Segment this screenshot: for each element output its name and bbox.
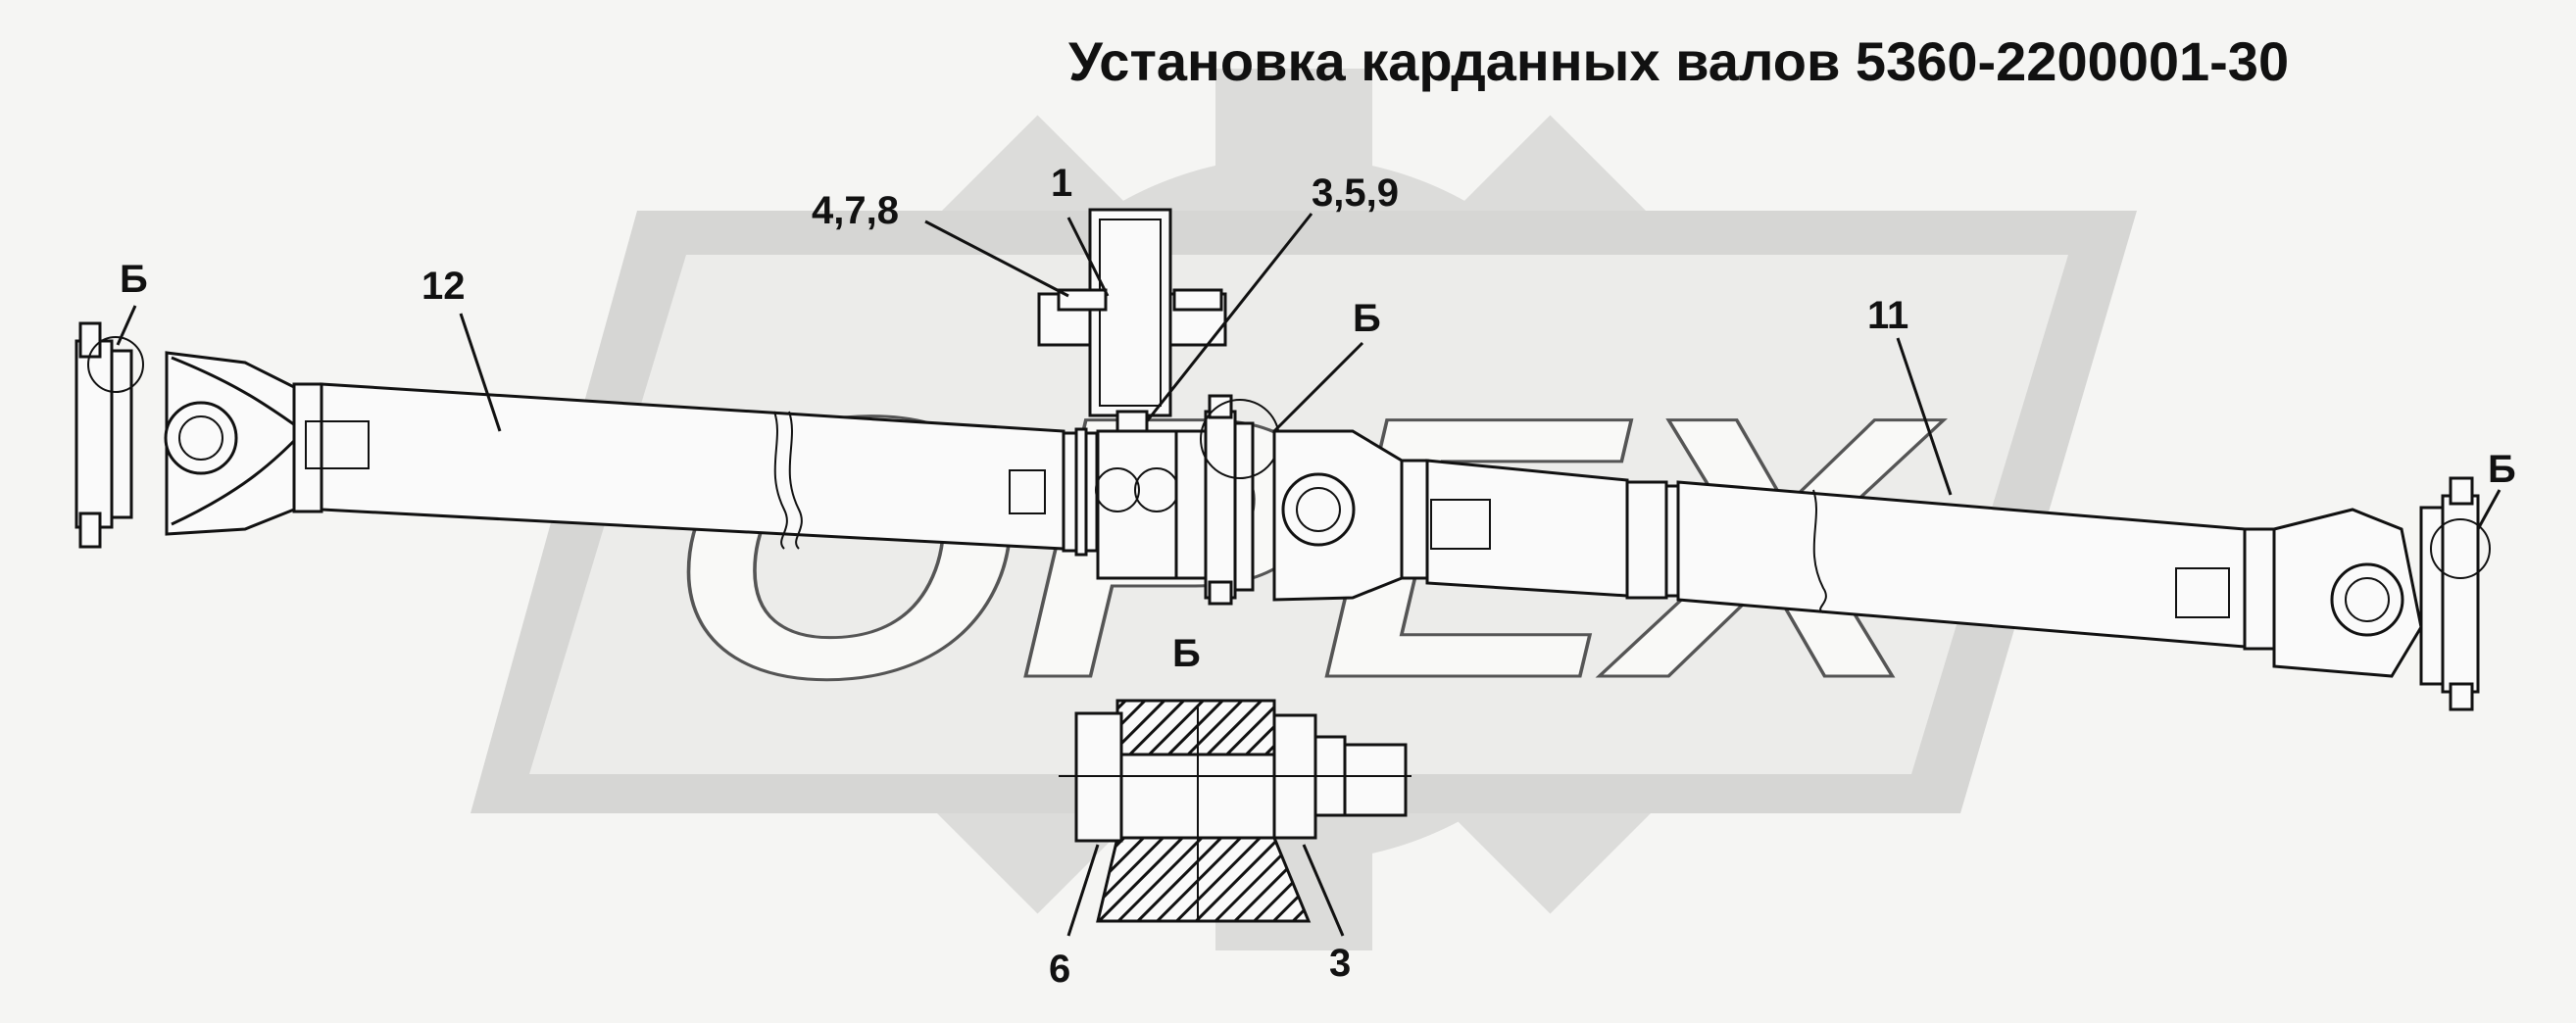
callout-b-center: Б: [1353, 297, 1381, 340]
left-universal-joint: [164, 351, 323, 536]
intermediate-support: [1037, 208, 1227, 580]
right-universal-joint: [2243, 476, 2491, 711]
page-title: Установка карданных валов 5360-2200001-3…: [1068, 30, 2290, 92]
shaft-12: [305, 382, 1065, 551]
center-universal-joint: [1200, 394, 1429, 606]
callout-labels: Б 12 4,7,8 1 3,5,9 Б 11 Б Б 6 3: [120, 162, 2516, 991]
callout-6: 6: [1049, 948, 1070, 991]
detail-b-section: [1059, 699, 1412, 923]
callout-12: 12: [421, 265, 466, 308]
slip-joint: [1062, 427, 1099, 557]
callout-11: 11: [1867, 294, 1908, 337]
callout-3: 3: [1329, 942, 1351, 985]
callout-4-7-8: 4,7,8: [812, 189, 899, 232]
callout-b-left: Б: [120, 258, 148, 301]
callout-b-detail: Б: [1172, 632, 1201, 675]
left-flange: [74, 321, 144, 549]
callout-3-5-9: 3,5,9: [1312, 171, 1399, 215]
callout-1: 1: [1051, 162, 1072, 205]
shaft-11: [1425, 459, 2247, 649]
leader-lines: [116, 213, 2502, 937]
callout-b-right: Б: [2488, 448, 2516, 491]
